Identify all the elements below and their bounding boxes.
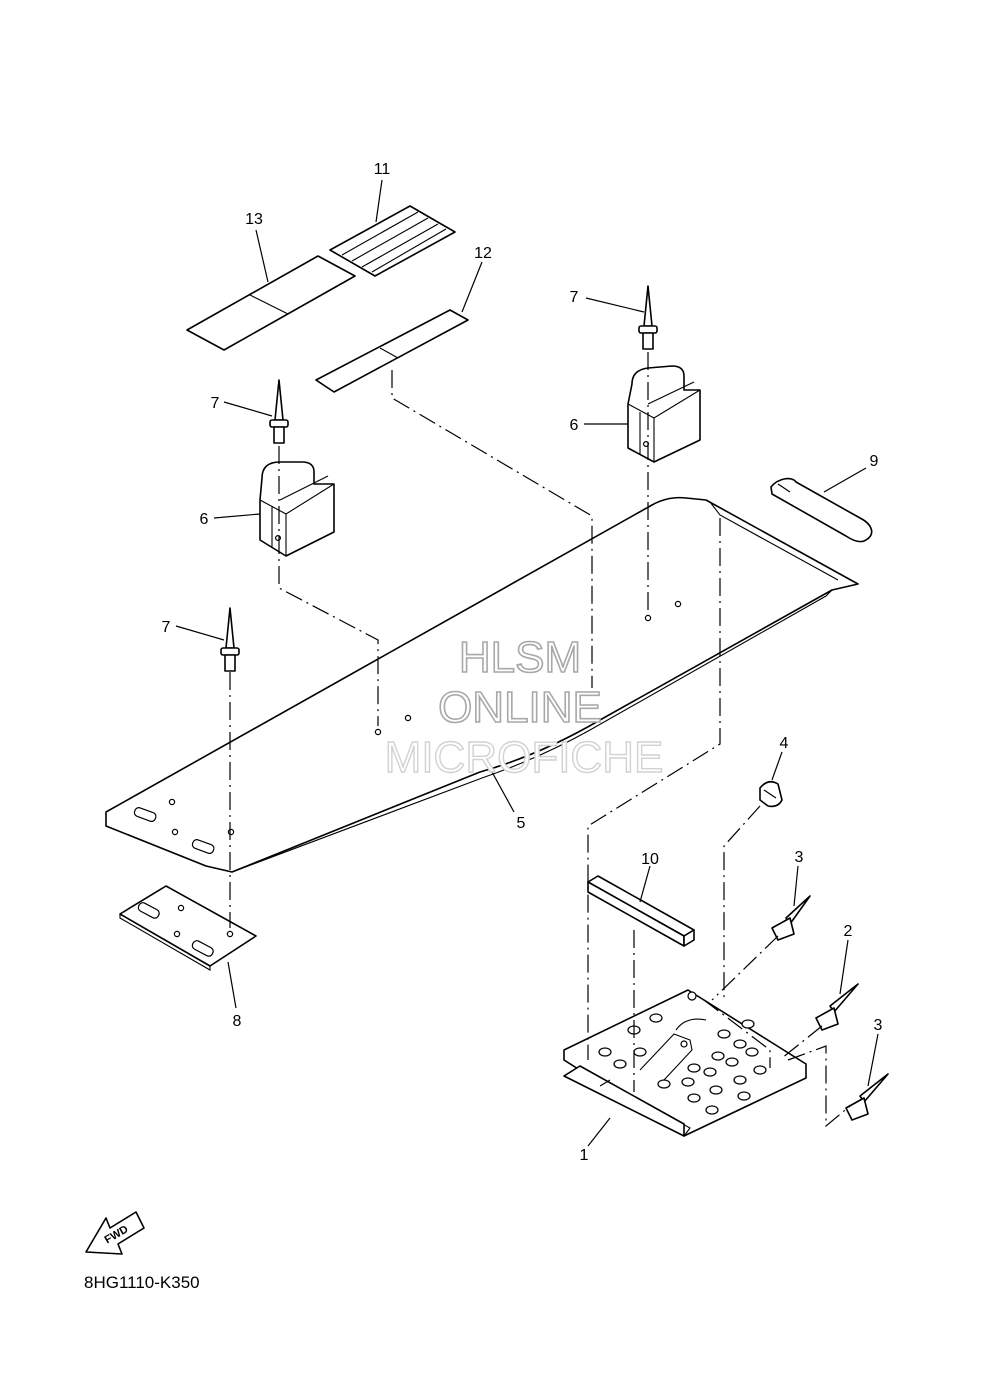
callout-6-right: 6 (570, 417, 579, 434)
callout-11: 11 (374, 161, 391, 178)
callout-6-left: 6 (200, 511, 209, 528)
part-11-ribbed-pad[interactable] (329, 205, 456, 277)
part-2-rivet[interactable] (815, 983, 859, 1031)
leader-lines (175, 179, 879, 1147)
callout-7-right: 7 (570, 289, 579, 306)
callout-10: 10 (641, 851, 659, 868)
callout-13: 13 (245, 211, 263, 228)
watermark-line-1: HLSM (459, 633, 581, 682)
fwd-arrow-icon: FWD (85, 1211, 145, 1255)
callout-8: 8 (233, 1013, 242, 1030)
callout-3-lower: 3 (874, 1017, 883, 1034)
part-9-hairpin-clip[interactable] (770, 477, 873, 543)
part-4-clip-nut[interactable] (759, 780, 783, 808)
part-6-bracket-right[interactable] (627, 365, 701, 463)
part-7-rivet-right[interactable] (638, 285, 658, 350)
callout-12: 12 (474, 245, 492, 262)
callout-2: 2 (844, 923, 853, 940)
part-10-rubber-block[interactable] (587, 875, 695, 947)
watermark-line-2: ONLINE (438, 683, 602, 732)
diagram-code: 8HG1110-K350 (84, 1273, 200, 1292)
callout-1: 1 (580, 1147, 589, 1164)
part-7-rivet-left-upper[interactable] (269, 379, 289, 444)
guard-holes (598, 1013, 767, 1115)
part-8-plate[interactable] (119, 885, 257, 971)
callout-7-left-upper: 7 (211, 395, 220, 412)
part-13-foot-pad[interactable] (186, 255, 356, 351)
part-7-rivet-left-lower[interactable] (220, 607, 240, 672)
part-1-guard-plate[interactable] (563, 989, 807, 1137)
callout-7-left-lower: 7 (162, 619, 171, 636)
watermark-line-3: MICROFICHE (385, 733, 664, 782)
part-3-rivet-upper[interactable] (771, 895, 811, 941)
callout-9: 9 (870, 453, 879, 470)
callout-5: 5 (517, 815, 526, 832)
watermark: HLSM ONLINE MICROFICHE (384, 632, 664, 783)
callout-4: 4 (780, 735, 789, 752)
part-5-skid-plate[interactable] (105, 496, 859, 873)
callout-3-upper: 3 (795, 849, 804, 866)
part-3-rivet-lower[interactable] (845, 1073, 889, 1121)
callout-labels: 11 13 12 7 7 6 9 6 7 4 5 10 3 2 8 3 1 (162, 161, 883, 1164)
part-6-bracket-left[interactable] (259, 461, 335, 557)
assembly-lines (229, 352, 851, 1128)
part-12-strip-pad[interactable] (315, 309, 469, 393)
